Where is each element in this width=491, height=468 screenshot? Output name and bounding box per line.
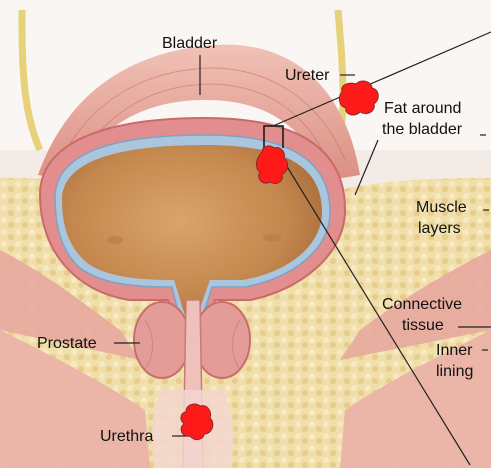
label-fat-line2: the bladder [382, 120, 462, 139]
label-prostate: Prostate [37, 334, 97, 353]
label-ureter: Ureter [285, 66, 329, 85]
label-connective-line1: Connective [382, 295, 462, 314]
prostate-left-lobe [134, 302, 190, 378]
prostate-right-lobe [194, 302, 250, 378]
label-urethra: Urethra [100, 427, 153, 446]
label-connective-line2: tissue [402, 316, 444, 335]
label-inner-line2: lining [436, 362, 473, 381]
label-fat-line1: Fat around [384, 99, 461, 118]
label-muscle-line1: Muscle [416, 198, 467, 217]
label-bladder: Bladder [162, 34, 217, 53]
label-inner-line1: Inner [436, 341, 472, 360]
label-muscle-line2: layers [418, 219, 461, 238]
